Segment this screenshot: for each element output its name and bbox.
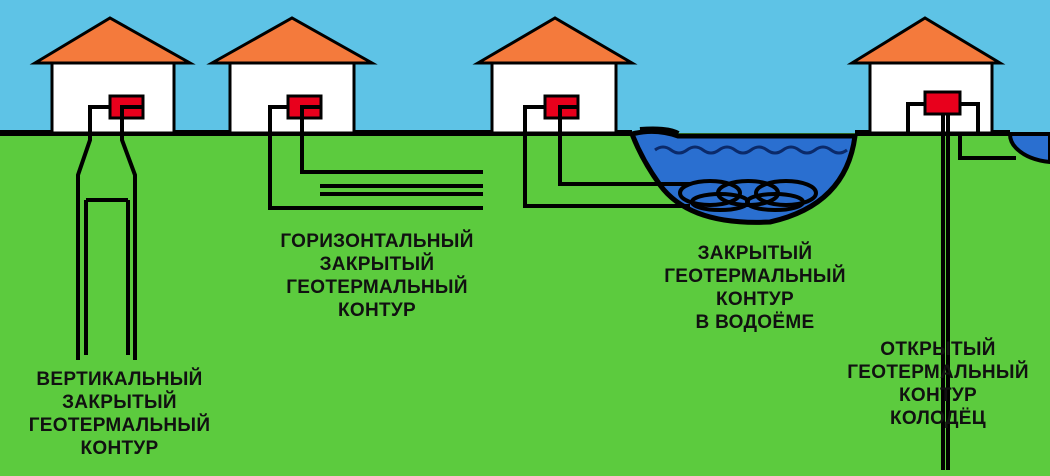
- house-2: [206, 16, 378, 135]
- label-well-loop: ОТКРЫТЫЙ ГЕОТЕРМАЛЬНЫЙ КОНТУР КОЛОДЁЦ: [847, 339, 1029, 429]
- horizontal-loop-pipes: [268, 105, 483, 210]
- house-1: [29, 16, 196, 135]
- small-pond: [1007, 132, 1050, 165]
- well-loop-pipes: [906, 102, 1016, 470]
- pond-loop-pipes: [523, 105, 818, 212]
- house-3: [472, 16, 638, 135]
- label-pond-loop: ЗАКРЫТЫЙ ГЕОТЕРМАЛЬНЫЙ КОНТУР В ВОДОЁМЕ: [664, 243, 846, 333]
- pond-waves: [654, 145, 848, 155]
- label-horizontal-loop: ГОРИЗОНТАЛЬНЫЙ ЗАКРЫТЫЙ ГЕОТЕРМАЛЬНЫЙ КО…: [280, 231, 474, 321]
- house-4: [846, 16, 1006, 135]
- label-vertical-loop: ВЕРТИКАЛЬНЫЙ ЗАКРЫТЫЙ ГЕОТЕРМАЛЬНЫЙ КОНТ…: [28, 369, 211, 459]
- vertical-loop-pipes: [76, 105, 143, 360]
